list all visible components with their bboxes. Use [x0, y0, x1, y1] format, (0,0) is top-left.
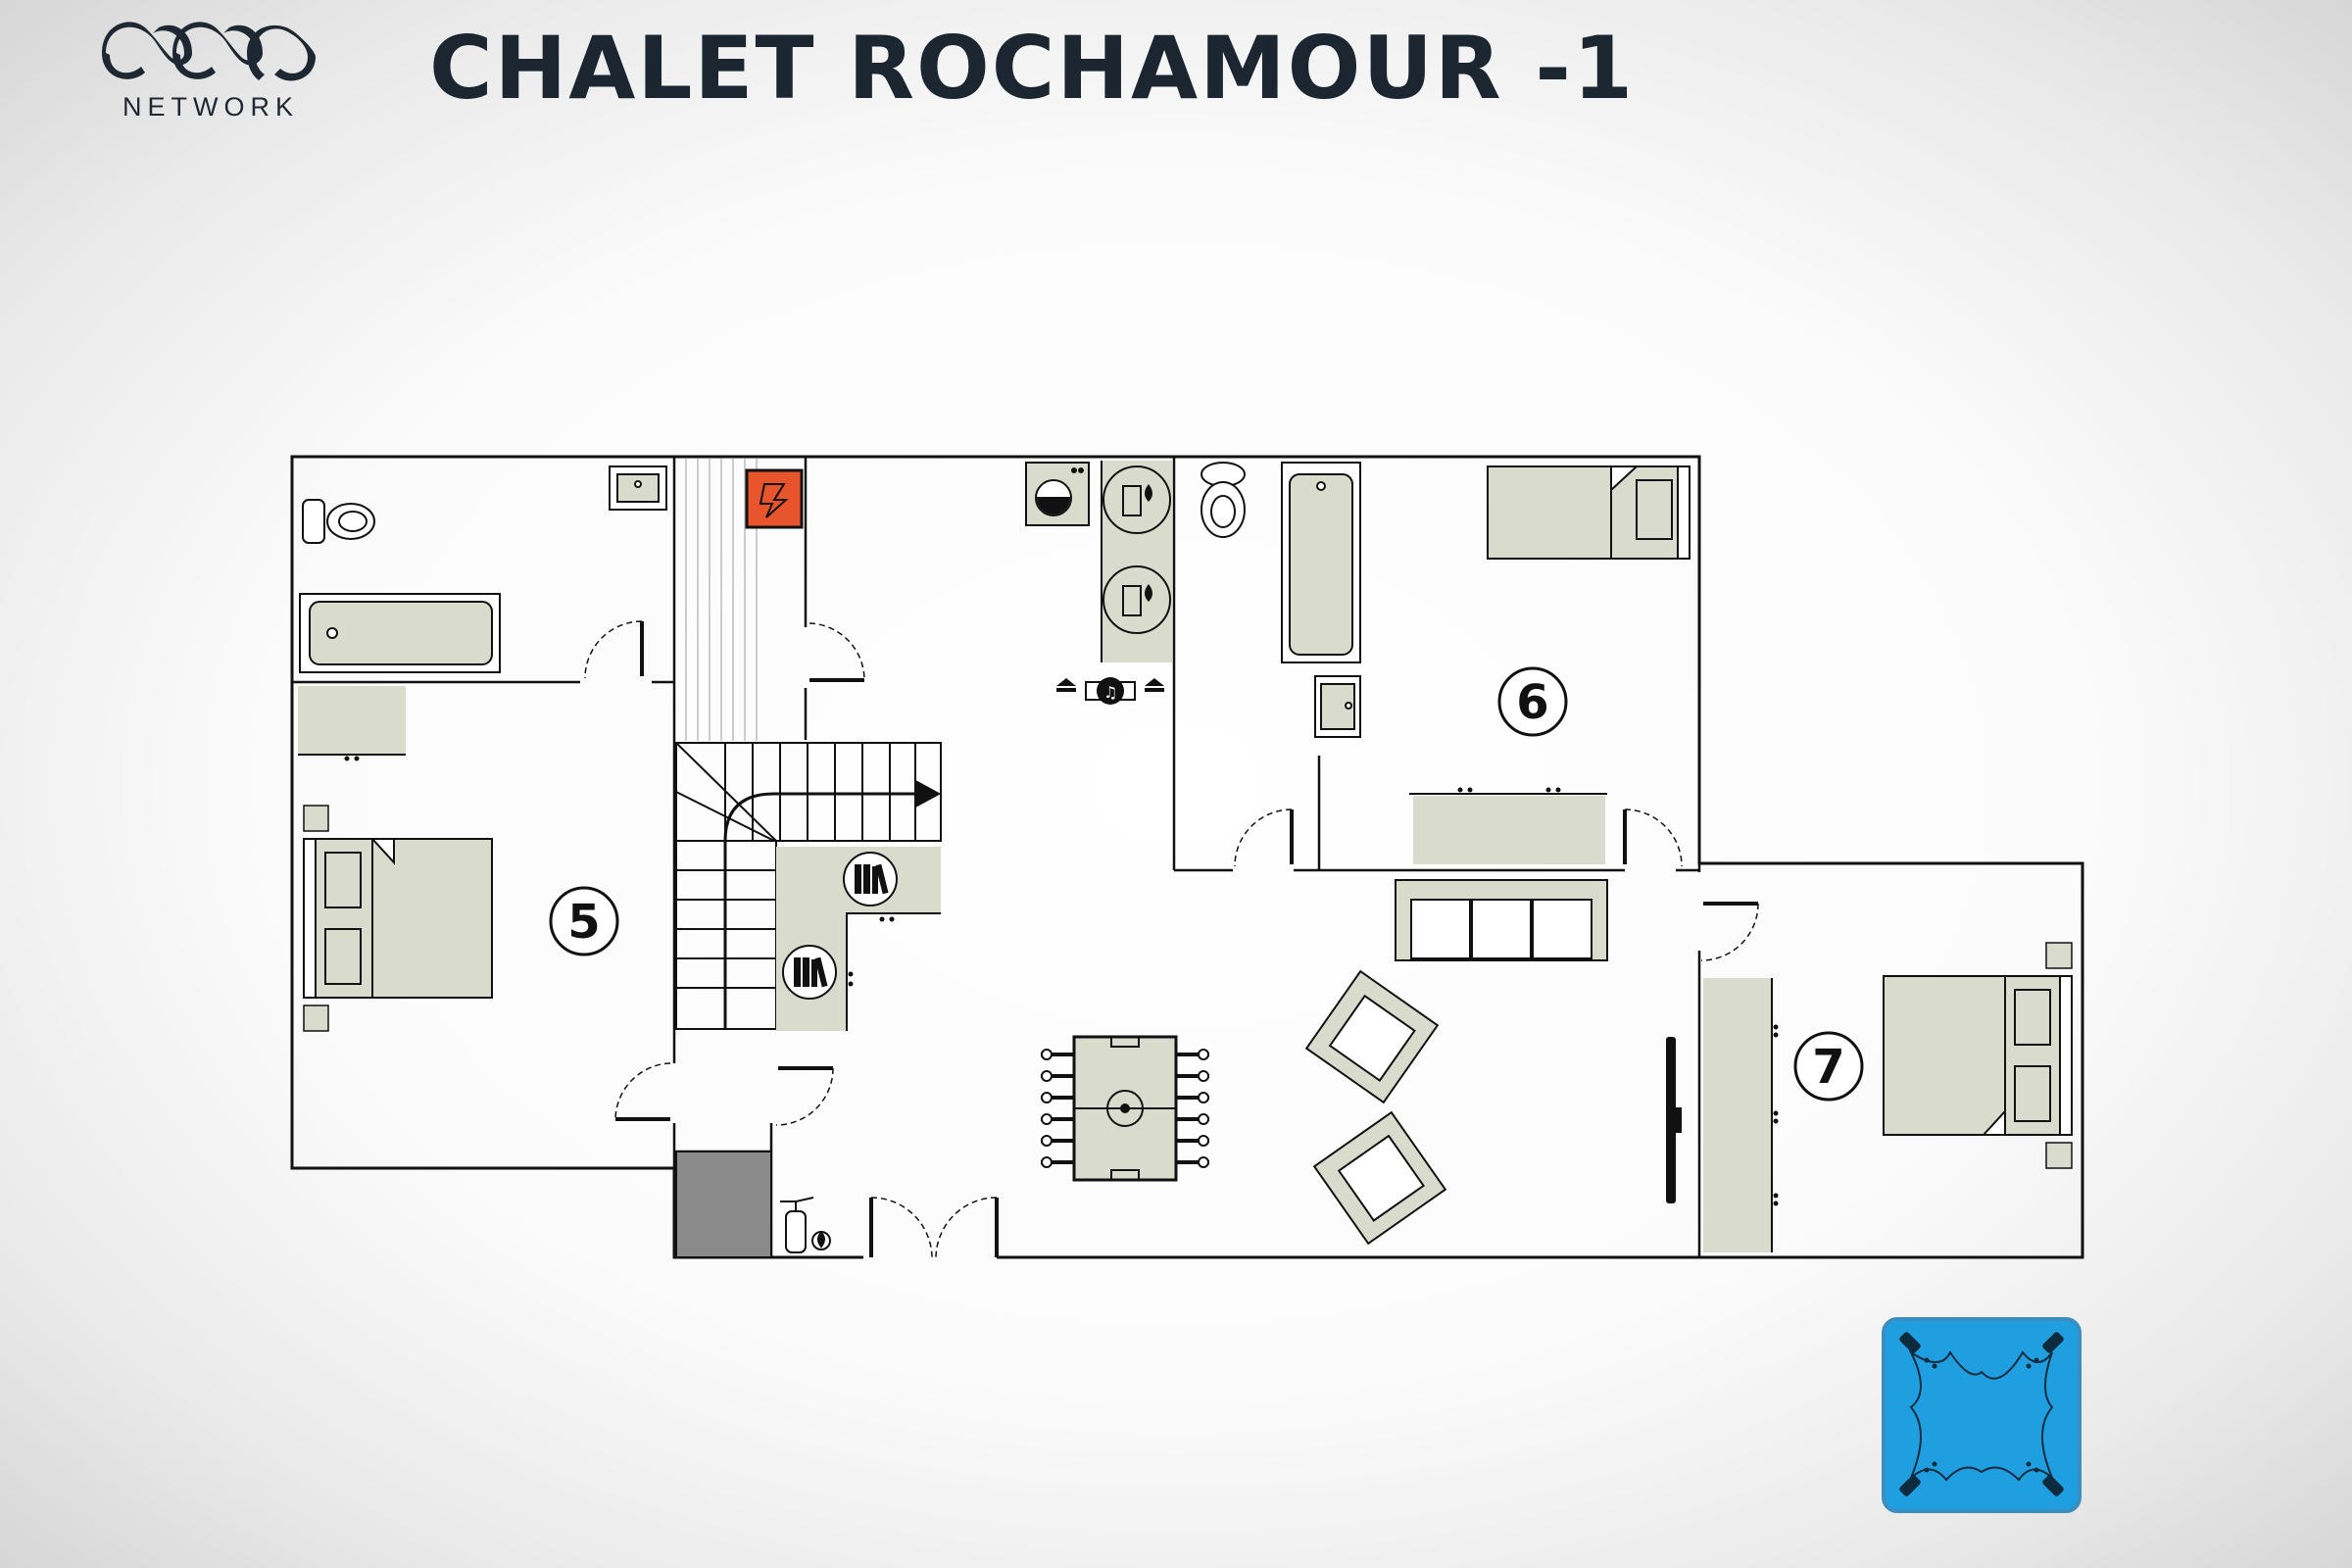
bathtub-icon: [1281, 462, 1361, 663]
door-stair-landing: [775, 1066, 834, 1126]
sink-icon: [609, 466, 667, 511]
armchair-icon: [1304, 969, 1440, 1104]
brand-name: NETWORK: [122, 92, 299, 122]
bed-icon: [1883, 975, 2073, 1136]
water-heater-icon: [1102, 565, 1171, 634]
svg-text:5: 5: [567, 895, 600, 950]
hot-tub-icon: [1882, 1317, 2082, 1513]
door-entrance: [869, 1197, 999, 1259]
armchair-icon: [1312, 1110, 1447, 1246]
door-bathroom-5: [584, 620, 644, 679]
bed-icon: [303, 838, 493, 999]
toilet-icon: [302, 499, 375, 544]
svg-text:6: 6: [1516, 675, 1548, 730]
bookshelf-icon: [782, 945, 837, 1000]
speaker-icon: [1056, 678, 1164, 692]
page-title: CHALET ROCHAMOUR -1: [429, 18, 1636, 119]
bookshelf-icon: [843, 852, 898, 906]
nightstand: [2045, 942, 2073, 969]
wardrobe-5: [298, 686, 406, 755]
door-bedroom-6: [1623, 808, 1683, 867]
music-icon: ♫: [1085, 677, 1136, 705]
tv-icon: [1666, 1037, 1682, 1203]
svg-text:♫: ♫: [1103, 683, 1117, 702]
door-corridor-top: [808, 622, 865, 682]
door-bedroom-5: [614, 1062, 671, 1121]
room-badge-5: 5: [549, 886, 619, 956]
electric-panel-icon: [745, 468, 804, 529]
svg-text:7: 7: [1812, 1040, 1844, 1095]
outer-walls: [290, 455, 2084, 1259]
door-bedroom-7: [1700, 902, 1759, 961]
bed-icon: [1487, 466, 1690, 560]
sofa-icon: [1395, 879, 1608, 961]
room-badge-7: 7: [1793, 1031, 1864, 1102]
brand-logo: NETWORK: [98, 14, 323, 122]
sink-icon: [1314, 675, 1361, 738]
logo-mark-icon: [102, 22, 316, 81]
bathtub-icon: [299, 593, 501, 673]
nightstand: [2045, 1142, 2073, 1169]
wardrobe-7: [1703, 978, 1772, 1252]
wardrobe-6: [1413, 796, 1605, 864]
water-heater-icon: [1102, 466, 1171, 534]
door-bathroom-6: [1234, 808, 1294, 867]
stair-landing: [675, 1151, 772, 1258]
foosball-table-icon: [1041, 1035, 1209, 1182]
toilet-icon: [1200, 462, 1246, 538]
washing-machine-icon: [1025, 462, 1090, 526]
nightstand: [303, 805, 329, 832]
doors: [584, 620, 1759, 1259]
room-badge-6: 6: [1497, 666, 1568, 737]
nightstand: [303, 1004, 329, 1032]
fire-extinguisher-icon: [780, 1197, 831, 1253]
